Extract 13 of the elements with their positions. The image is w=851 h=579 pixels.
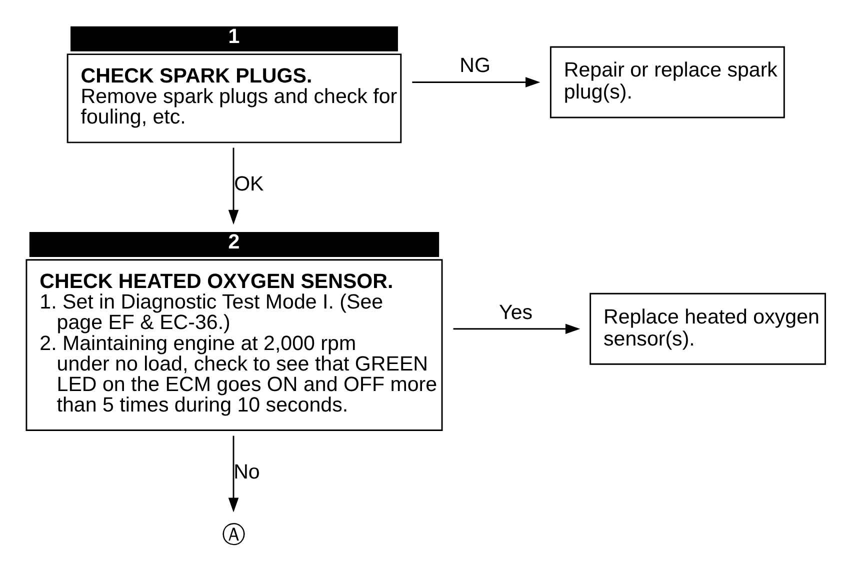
edge-label: OK [234,172,264,195]
edge-label: Yes [499,300,533,324]
node-text: Ⓐ [222,520,246,548]
arrow [453,323,580,334]
node-box: Replace heated oxygen sensor(s). [590,292,826,364]
arrow [228,147,239,224]
edge-label: No [234,460,260,483]
arrow [412,76,540,87]
node-box: Repair or replace spark plug(s). [550,46,785,118]
node-label: 1 [228,24,240,48]
node-label: 2 [228,230,240,253]
edge-label: NG [460,54,490,77]
arrow [228,435,239,512]
